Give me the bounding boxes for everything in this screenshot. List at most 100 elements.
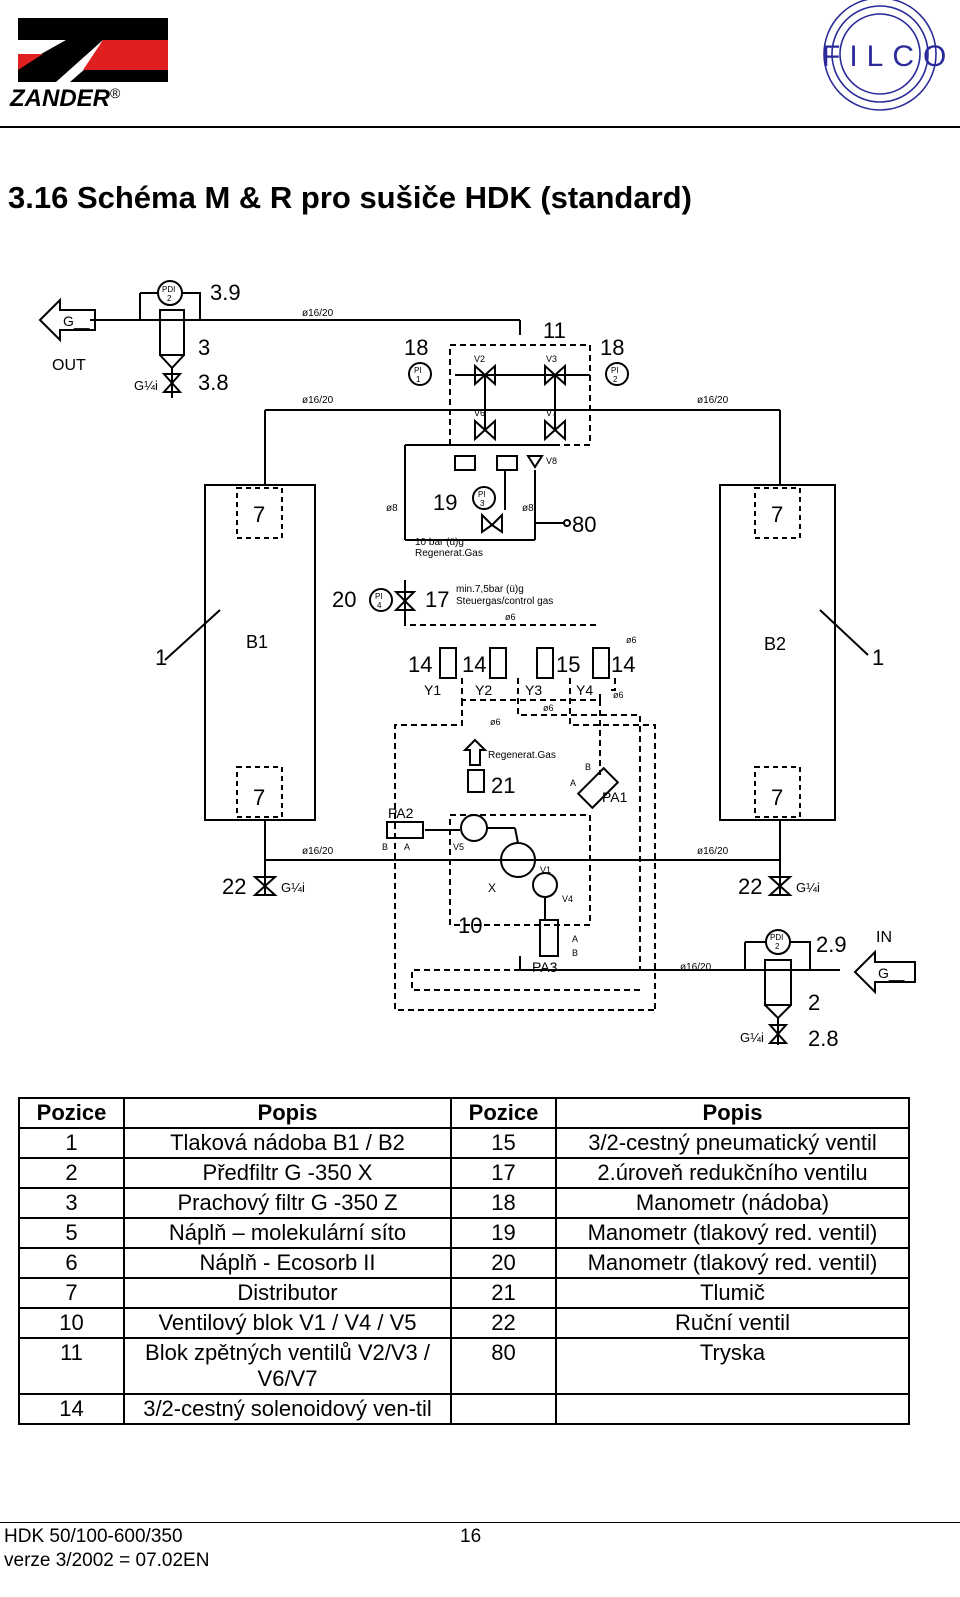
cell: 20 — [450, 1247, 557, 1279]
label-2-8: 2.8 — [808, 1026, 839, 1051]
cell: Tlumič — [555, 1277, 910, 1309]
label-v8: V8 — [546, 456, 557, 466]
header-rule — [0, 126, 960, 128]
cell: Manometr (tlakový red. ventil) — [555, 1247, 910, 1279]
section-title: 3.16 Schéma M & R pro sušiče HDK (standa… — [8, 180, 692, 215]
cell: 22 — [450, 1307, 557, 1339]
label-g14i-b: G¼i — [740, 1030, 764, 1045]
cell: Blok zpětných ventilů V2/V3 / V6/V7 — [123, 1337, 452, 1395]
cell: 3/2-cestný pneumatický ventil — [555, 1127, 910, 1159]
label-80: 80 — [572, 512, 596, 537]
cell: 14 — [18, 1393, 125, 1425]
label-18-right: 18 — [600, 335, 624, 360]
cell: 5 — [18, 1217, 125, 1249]
label-in: IN — [876, 929, 892, 946]
label-18-left: 18 — [404, 335, 428, 360]
label-v1: V1 — [540, 865, 551, 875]
label-3-9: 3.9 — [210, 280, 241, 305]
label-ph8b: ø8 — [522, 503, 534, 514]
label-7-a: 7 — [253, 502, 265, 527]
cell: 3/2-cestný solenoidový ven-til — [123, 1393, 452, 1425]
label-pipe-top: ø16/20 — [302, 308, 334, 319]
label-b2: B2 — [764, 634, 786, 654]
cell: 10 — [18, 1307, 125, 1339]
cell: 21 — [450, 1277, 557, 1309]
label-20: 20 — [332, 587, 356, 612]
label-14-b: 14 — [462, 652, 486, 677]
label-1-right: 1 — [872, 645, 884, 670]
label-ctrl-2: Steuergas/control gas — [456, 596, 553, 607]
label-g-in: G__ — [878, 965, 905, 981]
page-header: ZANDER® FILCO — [0, 0, 960, 128]
cell: 11 — [18, 1337, 125, 1395]
label-v5: V5 — [453, 842, 464, 852]
label-y3: Y3 — [525, 682, 542, 698]
label-pi3-n: 3 — [480, 499, 485, 508]
cell: 1 — [18, 1127, 125, 1159]
table-header-row: Pozice Popis Pozice Popis — [18, 1097, 910, 1129]
label-pi2: PI — [611, 366, 619, 375]
header-pozice-2: Pozice — [450, 1097, 557, 1129]
cell — [450, 1393, 557, 1425]
schematic-diagram: OUT G__ 3.9 3 3.8 G¼i PDI 2 ø16/20 11 18… — [38, 280, 916, 1051]
label-pi3: PI — [478, 490, 486, 499]
label-ph6b: ø6 — [626, 635, 637, 645]
label-v2: V2 — [474, 354, 485, 364]
cell: Náplň - Ecosorb II — [123, 1247, 452, 1279]
label-y4: Y4 — [576, 682, 593, 698]
label-pipe-lr: ø16/20 — [697, 846, 729, 857]
cell: Náplň – molekulární síto — [123, 1217, 452, 1249]
label-pi1: PI — [414, 366, 422, 375]
cell: Manometr (nádoba) — [555, 1187, 910, 1219]
label-pa1: PA1 — [602, 789, 628, 805]
label-pdi-bot-n: 2 — [775, 942, 780, 951]
label-14-a: 14 — [408, 652, 432, 677]
label-ph6a: ø6 — [505, 612, 516, 622]
label-22-right: 22 — [738, 874, 762, 899]
label-g14i-l: G¼i — [281, 880, 305, 895]
header-pozice-1: Pozice — [18, 1097, 125, 1129]
label-v6: V6 — [474, 408, 485, 418]
label-pa3: PA3 — [532, 959, 558, 975]
footer-rule — [0, 1522, 960, 1523]
header-popis-1: Popis — [123, 1097, 452, 1129]
label-ph8a: ø8 — [386, 503, 398, 514]
label-3-8: 3.8 — [198, 370, 229, 395]
label-pi4-n: 4 — [377, 601, 382, 610]
label-pipe-ur: ø16/20 — [697, 395, 729, 406]
label-21: 21 — [491, 773, 515, 798]
label-7-b: 7 — [253, 785, 265, 810]
cell: 3 — [18, 1187, 125, 1219]
cell: Distributor — [123, 1277, 452, 1309]
label-2-9: 2.9 — [816, 932, 847, 957]
label-ph6e: ø6 — [490, 717, 501, 727]
label-x: X — [488, 881, 496, 895]
label-10: 10 — [458, 913, 482, 938]
footer-doc-id: HDK 50/100-600/350 — [4, 1526, 183, 1547]
label-pi4: PI — [375, 592, 383, 601]
label-1-left: 1 — [155, 645, 167, 670]
cell: 80 — [450, 1337, 557, 1395]
label-19: 19 — [433, 490, 457, 515]
filco-wordmark: FILCO — [822, 40, 956, 73]
cell: Předfiltr G -350 X — [123, 1157, 452, 1189]
cell: Ruční ventil — [555, 1307, 910, 1339]
cell: Tlaková nádoba B1 / B2 — [123, 1127, 452, 1159]
label-pdi-top-n: 2 — [167, 294, 172, 303]
label-pi2-n: 2 — [613, 375, 618, 384]
label-7-c: 7 — [771, 502, 783, 527]
label-pdi-bot: PDI — [770, 933, 783, 942]
label-a-a: A — [404, 842, 410, 852]
filco-logo — [823, 0, 937, 111]
label-v4: V4 — [562, 894, 573, 904]
label-pipe-bottom: ø16/20 — [680, 962, 712, 973]
label-pdi-top: PDI — [162, 285, 175, 294]
label-b1: B1 — [246, 632, 268, 652]
label-b-b: B — [585, 762, 591, 772]
label-reg-gas-2: Regenerat.Gas — [415, 548, 483, 559]
